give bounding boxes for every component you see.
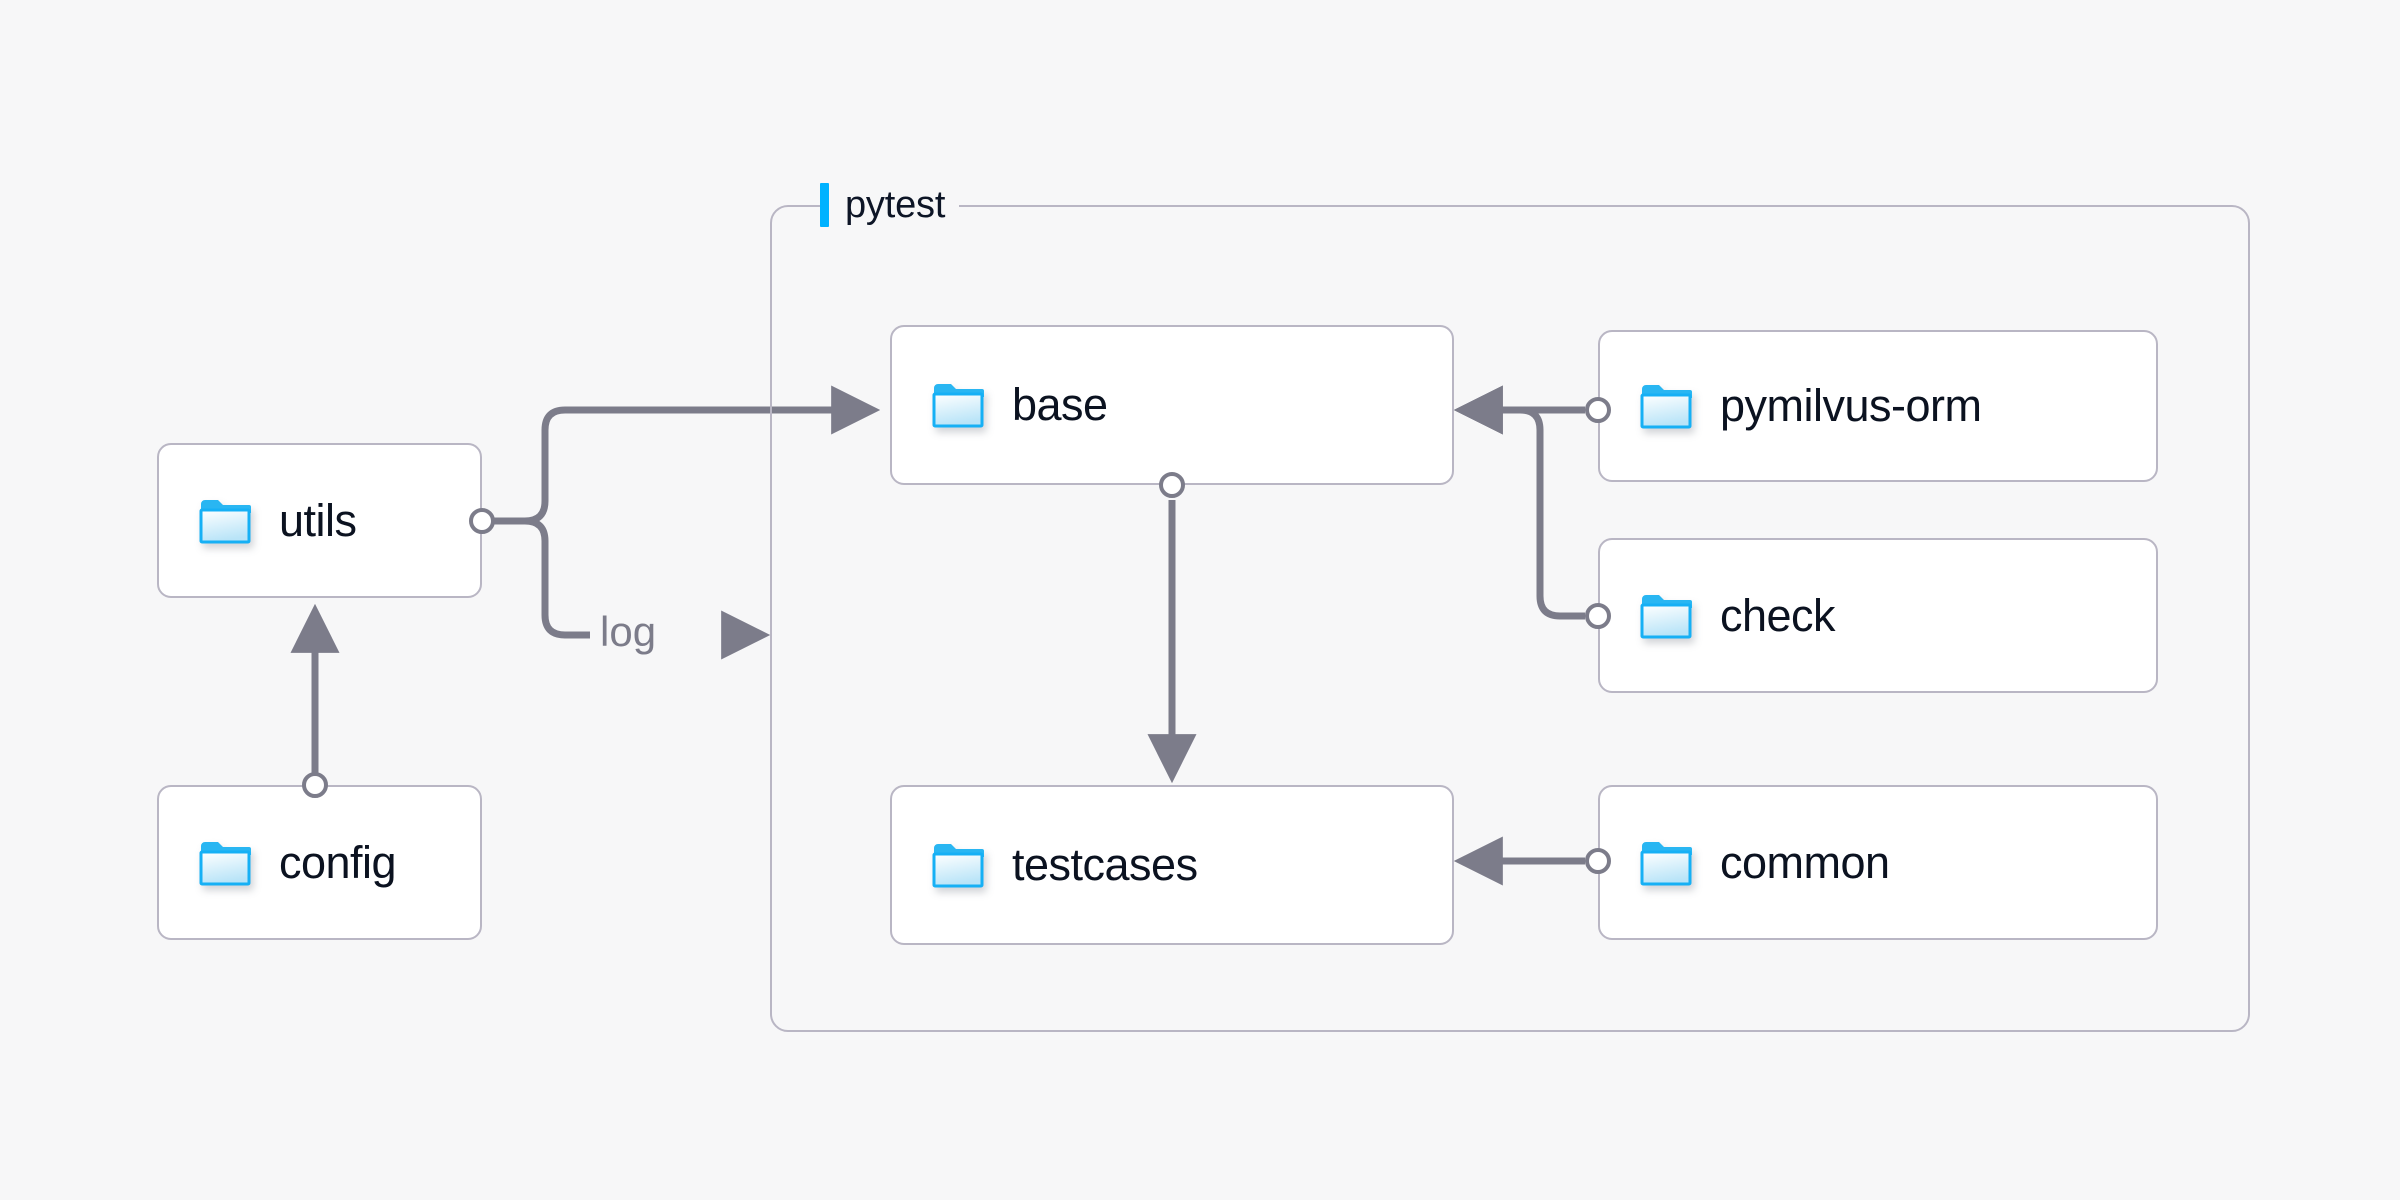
node-testcases[interactable]: testcases: [890, 785, 1454, 945]
node-pymilvus-orm[interactable]: pymilvus-orm: [1598, 330, 2158, 482]
edge-utils-log: [487, 517, 590, 639]
node-label-check: check: [1720, 589, 1836, 641]
node-label-pymilvus-orm: pymilvus-orm: [1720, 380, 1982, 431]
group-title: pytest: [845, 184, 946, 226]
edge-label-log: log: [600, 608, 657, 655]
port-check-left[interactable]: [1585, 603, 1611, 629]
node-base[interactable]: base: [890, 325, 1454, 485]
folder-icon: [199, 499, 251, 543]
port-utils-right[interactable]: [469, 508, 495, 534]
node-utils[interactable]: utils: [157, 443, 482, 598]
folder-icon: [1640, 385, 1692, 429]
folder-icon: [1640, 594, 1692, 638]
port-base-bottom[interactable]: [1159, 472, 1185, 498]
folder-icon: [199, 841, 251, 885]
node-label-testcases: testcases: [1012, 839, 1198, 890]
folder-icon: [932, 844, 984, 888]
node-check[interactable]: check: [1598, 538, 2158, 693]
port-pymilvus-orm-left[interactable]: [1585, 397, 1611, 423]
node-config[interactable]: config: [157, 785, 482, 940]
node-common[interactable]: common: [1598, 785, 2158, 940]
vertical-bar-icon: [820, 183, 829, 227]
node-label-config: config: [279, 836, 397, 888]
group-label-pytest: pytest: [820, 183, 960, 227]
folder-icon: [1640, 841, 1692, 885]
node-label-common: common: [1720, 836, 1890, 888]
port-common-left[interactable]: [1585, 848, 1611, 874]
node-label-utils: utils: [279, 494, 357, 546]
group-container-pytest[interactable]: [770, 205, 2250, 1032]
node-label-base: base: [1012, 379, 1108, 430]
port-config-top[interactable]: [302, 772, 328, 798]
folder-icon: [932, 384, 984, 428]
